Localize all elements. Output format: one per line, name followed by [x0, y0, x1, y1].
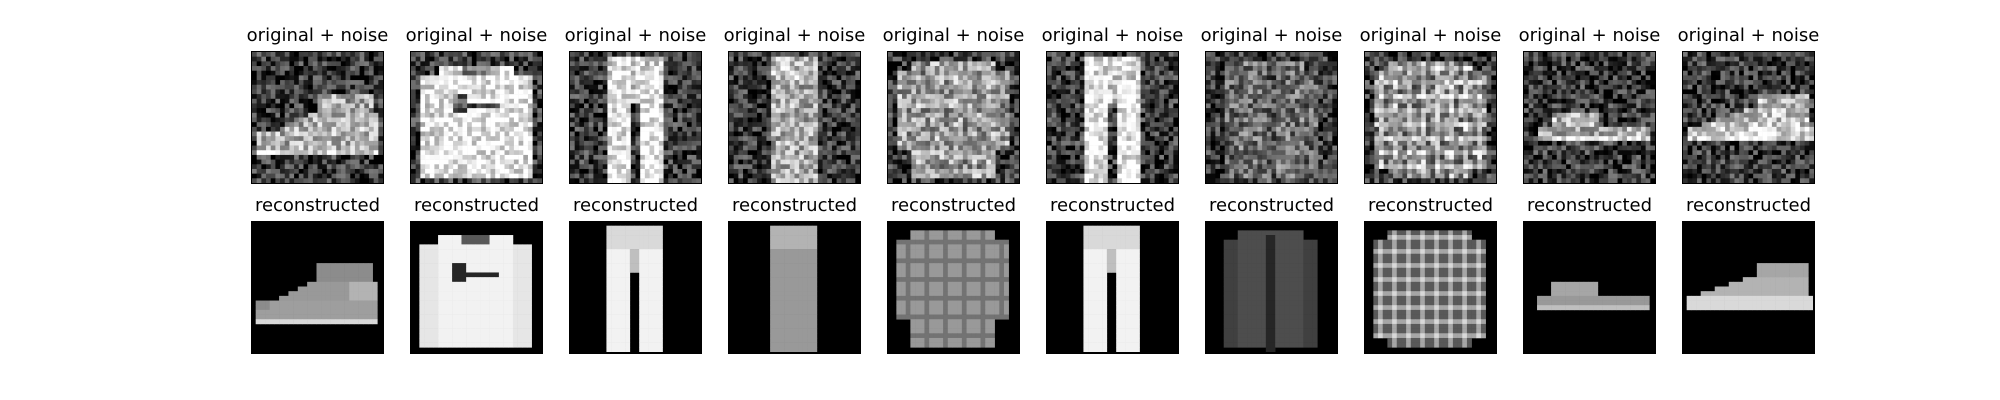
noisy-image-sneaker	[1682, 51, 1815, 184]
noisy-image-shirt	[887, 51, 1020, 184]
noisy-row: original + noise original + noise origin…	[0, 0, 2000, 185]
noisy-image-coat	[1205, 51, 1338, 184]
noisy-image-pixels	[1683, 52, 1814, 183]
panel-title: original + noise	[1041, 25, 1184, 46]
reconstructed-image-pullover	[410, 221, 543, 354]
reconstructed-image-pixels	[1223, 230, 1318, 352]
panel-title: original + noise	[882, 25, 1025, 46]
panel-title: reconstructed	[254, 195, 381, 216]
reconstructed-image-coat	[1205, 221, 1338, 354]
noisy-image-trouser	[569, 51, 702, 184]
panel-title: original + noise	[1518, 25, 1661, 46]
reconstructed-image-pixels	[1686, 263, 1813, 311]
reconstructed-image-pixels	[770, 225, 818, 352]
noisy-image-trouser	[1046, 51, 1179, 184]
panel-title: original + noise	[1359, 25, 1502, 46]
panel-title: original + noise	[1200, 25, 1343, 46]
noisy-image-pixels	[252, 52, 383, 183]
noisy-image-pixels	[1206, 52, 1337, 183]
panel-title: reconstructed	[572, 195, 699, 216]
noisy-image-pullover	[410, 51, 543, 184]
reconstructed-image-sneaker	[1682, 221, 1815, 354]
panel-title: reconstructed	[1685, 195, 1812, 216]
noisy-image-sandal	[1523, 51, 1656, 184]
reconstructed-image-shirt	[1364, 221, 1497, 354]
panel-title: original + noise	[246, 25, 389, 46]
panel-title: original + noise	[405, 25, 548, 46]
panel-title: reconstructed	[890, 195, 1017, 216]
panel-title: reconstructed	[1049, 195, 1176, 216]
reconstructed-image-pixels	[255, 263, 378, 325]
reconstructed-image-pixels	[1083, 225, 1140, 352]
panel-title: reconstructed	[413, 195, 540, 216]
reconstructed-image-pixels	[1537, 281, 1650, 311]
reconstructed-image-pixels	[606, 225, 663, 352]
reconstructed-image-trouser	[728, 221, 861, 354]
noisy-image-pixels	[1524, 52, 1655, 183]
noisy-image-shirt	[1364, 51, 1497, 184]
reconstructed-image-pixels	[896, 230, 1009, 348]
reconstructed-image-pixels	[419, 235, 532, 348]
panel-title: reconstructed	[731, 195, 858, 216]
panel-title: reconstructed	[1367, 195, 1494, 216]
reconstructed-image-sandal	[1523, 221, 1656, 354]
noisy-image-pixels	[888, 52, 1019, 183]
noisy-image-pixels	[1365, 52, 1496, 183]
reconstructed-image-trouser	[1046, 221, 1179, 354]
noisy-image-pixels	[570, 52, 701, 183]
panel-title: original + noise	[564, 25, 707, 46]
reconstructed-image-pixels	[1373, 230, 1486, 348]
noisy-image-trouser	[728, 51, 861, 184]
noisy-image-sneaker	[251, 51, 384, 184]
noisy-image-pixels	[729, 52, 860, 183]
noisy-image-pixels	[1047, 52, 1178, 183]
panel-title: reconstructed	[1526, 195, 1653, 216]
panel-title: original + noise	[723, 25, 866, 46]
panel-title: reconstructed	[1208, 195, 1335, 216]
reconstructed-image-shirt	[887, 221, 1020, 354]
reconstructed-row: reconstructed reconstructed reconstructe…	[0, 170, 2000, 355]
noisy-image-pixels	[411, 52, 542, 183]
panel-title: original + noise	[1677, 25, 1820, 46]
reconstructed-image-trouser	[569, 221, 702, 354]
reconstructed-image-sneaker	[251, 221, 384, 354]
